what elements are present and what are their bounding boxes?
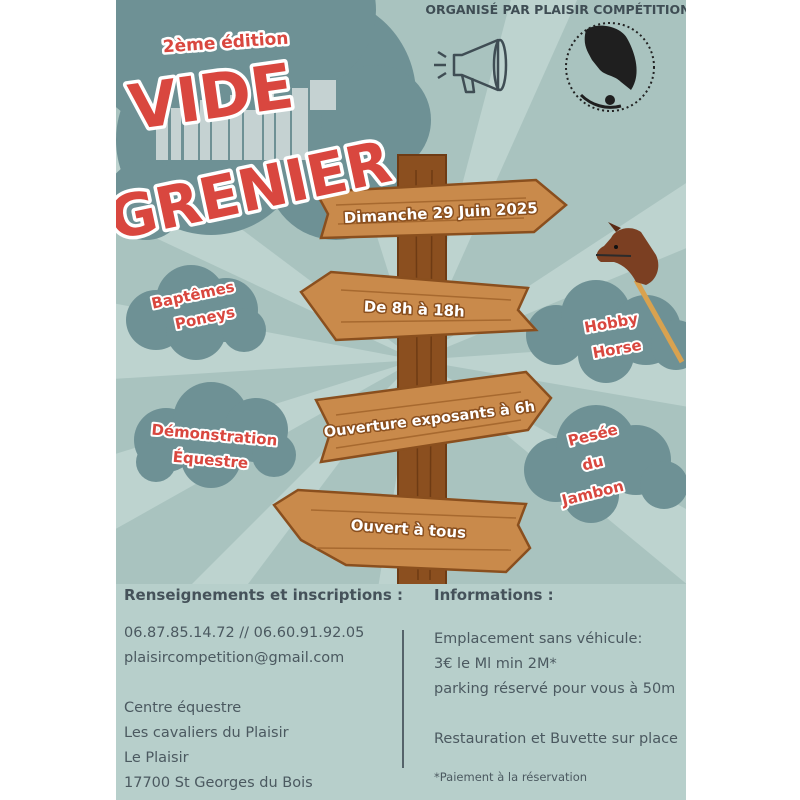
contact-phones: 06.87.85.14.72 // 06.60.91.92.05 xyxy=(124,625,365,641)
cloud-ham xyxy=(524,405,686,523)
info-panel: Renseignements et inscriptions : Informa… xyxy=(116,584,686,800)
info-line2: 3€ le Ml min 2M* xyxy=(434,656,557,672)
horse-head-logo xyxy=(565,22,655,112)
megaphone-icon xyxy=(434,38,508,94)
contact-heading: Renseignements et inscriptions : xyxy=(124,586,403,604)
organizer-text: ORGANISÉ PAR PLAISIR COMPÉTITION xyxy=(425,2,686,17)
venue-line2: Les cavaliers du Plaisir xyxy=(124,725,289,741)
column-divider xyxy=(402,630,404,768)
payment-note: *Paiement à la réservation xyxy=(434,770,588,784)
poster-artwork: ORGANISÉ PAR PLAISIR COMPÉTITION 2ème éd… xyxy=(116,0,686,584)
info-line3: parking réservé pour vous à 50m xyxy=(434,681,676,697)
sign-date xyxy=(313,178,568,240)
contact-email[interactable]: plaisircompetition@gmail.com xyxy=(124,650,345,666)
sign-open xyxy=(272,488,532,574)
cloud-hobby xyxy=(526,280,686,383)
info-heading: Informations : xyxy=(434,586,554,604)
info-line1: Emplacement sans véhicule: xyxy=(434,631,643,647)
venue-line4: 17700 St Georges du Bois xyxy=(124,775,313,791)
hobby-horse-icon xyxy=(595,222,685,364)
event-poster: ORGANISÉ PAR PLAISIR COMPÉTITION 2ème éd… xyxy=(116,0,686,800)
info-line4: Restauration et Buvette sur place xyxy=(434,731,678,747)
skyline-graphic xyxy=(156,80,336,160)
cloud-ponies xyxy=(126,265,266,360)
venue-line1: Centre équestre xyxy=(124,700,242,716)
cloud-demo xyxy=(134,382,296,488)
sign-exhibitors xyxy=(314,370,553,464)
venue-line3: Le Plaisir xyxy=(124,750,189,766)
sign-hours xyxy=(299,270,539,342)
